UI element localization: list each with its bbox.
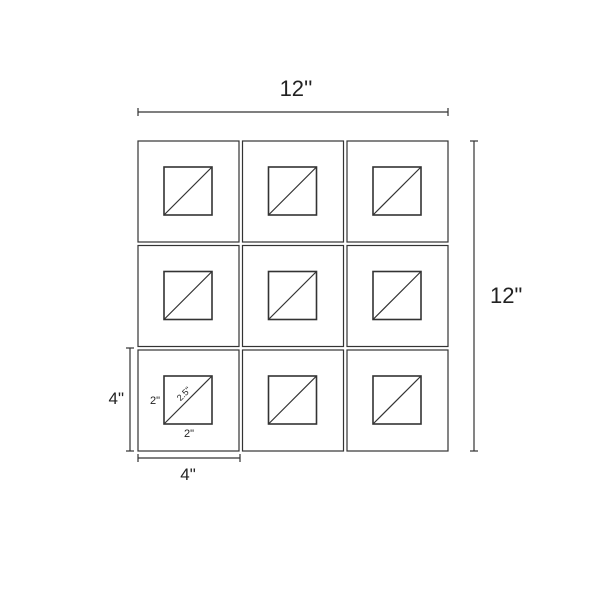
tile [346, 244, 449, 348]
inner-square [267, 375, 318, 425]
inner-square-diagonal [372, 166, 422, 216]
tile-height-label: 4" [109, 389, 125, 408]
tile-outline [137, 140, 240, 243]
overall-width-label: 12'' [280, 76, 313, 101]
tile-width-label: 4" [180, 465, 196, 484]
tile [241, 140, 345, 243]
tile-grid [137, 140, 449, 452]
tile-outline [241, 244, 345, 348]
tile [137, 349, 240, 452]
inner-square [163, 375, 213, 425]
inner-square-diagonal [268, 166, 317, 216]
inner-square-diagonal [163, 375, 213, 425]
inner-square-width-label: 2" [184, 428, 194, 440]
tile-outline [346, 244, 449, 348]
inner-square [267, 166, 318, 216]
tile-height-dimension: 4" [109, 347, 134, 452]
tile-outline [241, 140, 345, 243]
inner-square [163, 270, 213, 321]
inner-square-diagonal [163, 166, 213, 216]
inner-square-annotations: 2" 2" 2.5" [150, 385, 194, 440]
overall-height-label: 12" [490, 283, 522, 308]
inner-square-diagonal [268, 375, 317, 425]
tile [137, 244, 240, 348]
tile-width-dimension: 4" [137, 454, 241, 484]
tile [137, 140, 240, 243]
overall-height-dimension: 12" [470, 140, 522, 452]
inner-square [267, 270, 318, 321]
inner-square-height-label: 2" [150, 395, 160, 407]
tile-outline [241, 349, 345, 452]
tile [346, 349, 449, 452]
inner-square [372, 166, 422, 216]
inner-square-diagonal [268, 271, 317, 320]
inner-square-diagonal [372, 271, 422, 320]
inner-square-diagonal-label: 2.5" [175, 385, 193, 403]
inner-square-diagonal [372, 375, 422, 425]
overall-width-dimension: 12'' [137, 76, 449, 116]
tile [241, 244, 345, 348]
tile [346, 140, 449, 243]
inner-square-diagonal [163, 271, 213, 320]
tile-outline [346, 140, 449, 243]
tile [241, 349, 345, 452]
inner-square [372, 270, 422, 321]
tile-outline [137, 349, 240, 452]
tile-outline [137, 244, 240, 348]
inner-square [372, 375, 422, 425]
tile-outline [346, 349, 449, 452]
inner-square [163, 166, 213, 216]
